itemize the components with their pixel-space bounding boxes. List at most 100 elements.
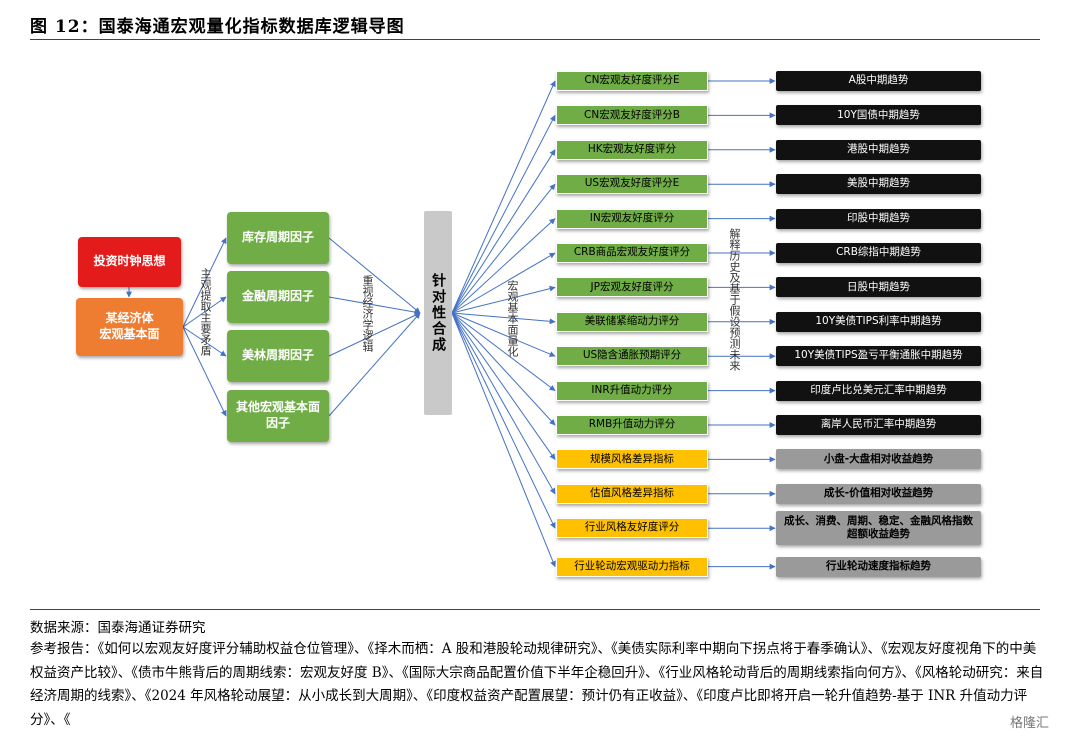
output-box-14: 成长、消费、周期、稳定、金融风格指数 超额收益趋势 [776,511,981,546]
arrow-synthesis-to-indicator-9 [451,312,556,357]
output-box-6: CRB综指中期趋势 [776,243,981,263]
investment-clock-box: 投资时钟思想 [78,237,181,287]
indicator-box-4: US宏观友好度评分E [556,174,708,195]
indicator-box-6: CRB商品宏观友好度评分 [556,243,708,263]
arrow-synthesis-to-indicator-4 [451,183,556,314]
factor-box-1: 库存周期因子 [227,212,329,264]
output-box-3: 港股中期趋势 [776,139,981,160]
factor-box-4: 其他宏观基本面 因子 [227,390,329,442]
targeted-synthesis-label: 针对性合成 [430,273,447,353]
watermark: 格隆汇 [1010,712,1050,731]
economy-fundamentals-box: 某经济体 宏观基本面 [76,298,183,356]
factor-box-2: 金融周期因子 [227,271,329,323]
output-box-7: 日股中期趋势 [776,277,981,298]
reference-reports: 参考报告：《如何以宏观友好度评分辅助权益仓位管理》、《择木而栖：A 股和港股轮动… [30,641,1044,728]
output-label: A股中期趋势 [848,74,909,87]
output-label: 离岸人民币汇率中期趋势 [820,418,937,431]
output-label: 印度卢比兑美元汇率中期趋势 [810,383,947,396]
output-label: 成长、消费、周期、稳定、金融风格指数 超额收益趋势 [784,514,973,541]
output-box-2: 10Y国债中期趋势 [776,105,981,126]
indicator-label: HK宏观友好度评分 [587,142,677,155]
factor-label: 金融周期因子 [241,289,314,304]
output-box-10: 印度卢比兑美元汇率中期趋势 [776,380,981,401]
indicator-box-5: IN宏观友好度评分 [556,208,708,229]
arrow-synthesis-to-indicator-10 [451,312,556,391]
output-box-4: 美股中期趋势 [776,174,981,195]
top-rule [30,39,1040,40]
output-box-11: 离岸人民币汇率中期趋势 [776,415,981,435]
arrow-synthesis-to-indicator-11 [451,312,556,426]
figure-title: 图 12：国泰海通宏观量化指标数据库逻辑导图 [30,17,405,37]
arrow-factor-to-synthesis-2 [328,296,421,316]
arrow-synthesis-to-indicator-6 [451,252,556,314]
output-label: CRB综指中期趋势 [836,246,921,259]
indicator-box-8: 美联储紧缩动力评分 [556,311,708,332]
arrow-synthesis-to-indicator-1 [451,80,556,314]
output-label: 10Y国债中期趋势 [837,108,920,121]
output-label: 港股中期趋势 [847,142,910,155]
indicator-label: 行业轮动宏观驱动力指标 [574,559,690,572]
output-label: 美股中期趋势 [847,177,910,190]
arrow-synthesis-to-indicator-12 [451,312,556,460]
indicator-box-11: RMB升值动力评分 [556,415,708,435]
indicator-box-3: HK宏观友好度评分 [556,139,708,160]
arrow-synthesis-to-indicator-14 [451,312,556,529]
arrow-economy-to-factor-4 [182,326,227,417]
indicator-box-9: US隐含通胀预期评分 [556,346,708,367]
indicator-label: JP宏观友好度评分 [590,280,674,293]
output-label: 10Y美债TIPS利率中期趋势 [815,314,942,327]
output-label: 日股中期趋势 [847,280,910,293]
arrow-factor-to-synthesis-3 [328,312,421,357]
indicator-label: IN宏观友好度评分 [589,211,675,224]
investment-clock-label: 投资时钟思想 [93,254,166,269]
arrow-synthesis-to-indicator-7 [451,285,556,314]
targeted-synthesis-box: 针对性合成 [424,211,452,415]
arrow-economy-to-factor-3 [182,326,227,357]
indicator-label: RMB升值动力评分 [588,418,676,431]
arrow-factor-to-synthesis-1 [328,237,421,314]
arrow-factor-to-synthesis-4 [328,312,421,417]
indicator-label: CN宏观友好度评分E [584,74,680,87]
output-box-1: A股中期趋势 [776,71,981,91]
factor-label: 其他宏观基本面 因子 [235,400,320,430]
indicator-box-1: CN宏观友好度评分E [556,71,708,91]
bottom-rule [30,609,1040,610]
output-label: 印股中期趋势 [847,211,910,224]
explain-predict-label: 解释历史及基于假设预测未来 [728,228,741,371]
indicator-box-10: INR升值动力评分 [556,380,708,401]
output-box-13: 成长-价值相对收益趋势 [776,483,981,504]
indicator-box-2: CN宏观友好度评分B [556,105,708,126]
output-box-8: 10Y美债TIPS利率中期趋势 [776,311,981,332]
output-label: 10Y美债TIPS盈亏平衡通胀中期趋势 [794,349,963,362]
indicator-label: 美联储紧缩动力评分 [584,314,680,327]
output-box-12: 小盘-大盘相对收益趋势 [776,449,981,470]
indicator-box-12: 规模风格差异指标 [556,449,708,470]
output-box-9: 10Y美债TIPS盈亏平衡通胀中期趋势 [776,346,981,367]
arrow-synthesis-to-indicator-8 [451,312,556,325]
arrow-synthesis-to-indicator-15 [451,312,556,568]
factor-label: 美林周期因子 [241,348,314,363]
arrow-synthesis-to-indicator-3 [451,149,556,314]
fundamental-quant-label: 宏观基本面量化 [506,280,519,357]
arrow-synthesis-to-indicator-2 [451,114,556,314]
indicator-label: US宏观友好度评分E [584,177,680,190]
economy-fundamentals-label: 某经济体 宏观基本面 [99,311,160,341]
output-label: 小盘-大盘相对收益趋势 [823,452,934,465]
indicator-box-15: 行业轮动宏观驱动力指标 [556,556,708,577]
economic-logic-label: 重视经济学逻辑 [361,275,374,352]
indicator-label: CRB商品宏观友好度评分 [573,246,691,259]
output-label: 行业轮动速度指标趋势 [826,559,931,572]
arrow-economy-to-factor-2 [182,296,227,328]
arrow-synthesis-to-indicator-5 [451,218,556,314]
indicator-label: 规模风格差异指标 [590,452,674,465]
indicator-label: 行业风格友好度评分 [584,521,680,534]
output-box-15: 行业轮动速度指标趋势 [776,556,981,577]
data-source: 数据来源：国泰海通证券研究 [30,620,206,636]
subjective-extraction-label: 主观提取主要矛盾 [199,268,212,356]
indicator-box-7: JP宏观友好度评分 [556,277,708,298]
indicator-label: 估值风格差异指标 [590,486,674,499]
output-label: 成长-价值相对收益趋势 [823,486,934,499]
arrow-synthesis-to-indicator-13 [451,312,556,495]
indicator-label: US隐含通胀预期评分 [582,349,682,362]
